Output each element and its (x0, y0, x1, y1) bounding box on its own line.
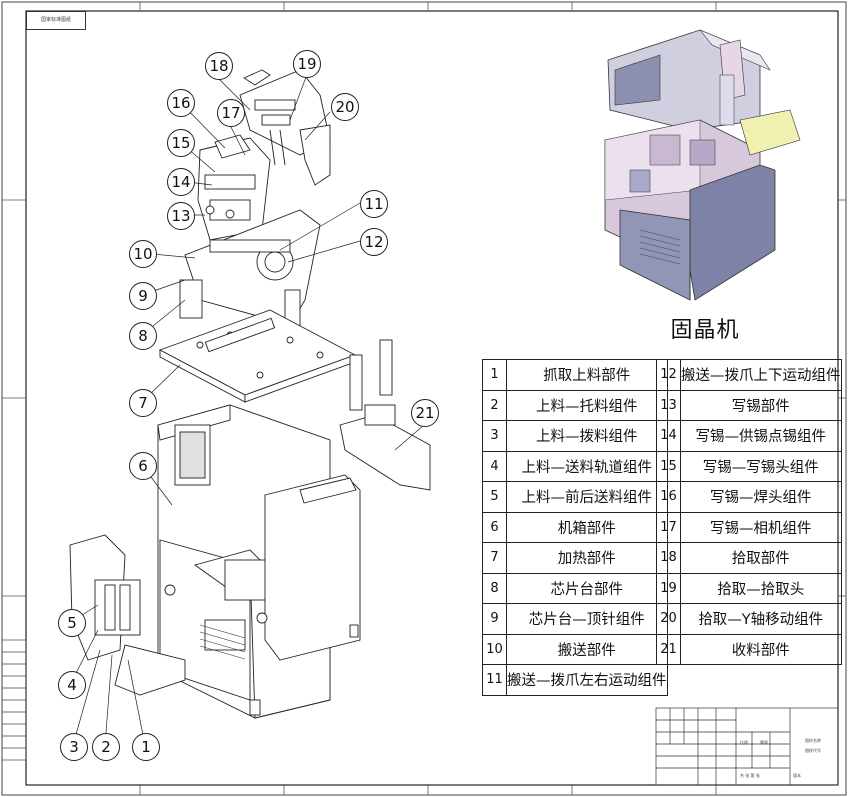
exploded-assembly-drawing (69, 69, 431, 719)
title-block-scale: 比例 (740, 740, 748, 745)
callout-balloon: 4 (58, 671, 86, 699)
title-block-drawing-code: 图样代号 (805, 748, 821, 753)
part-name: 写锡—供锡点锡组件 (680, 420, 842, 452)
callout-balloon: 9 (129, 282, 157, 310)
callout-leaders (70, 76, 425, 746)
callout-balloon: 2 (92, 733, 120, 761)
part-name: 搬送部件 (506, 633, 668, 665)
part-name: 加热部件 (506, 542, 668, 574)
part-name: 上料—前后送料组件 (506, 481, 668, 513)
callout-balloon: 13 (167, 202, 195, 230)
callout-balloon: 21 (411, 399, 439, 427)
part-name: 上料—送料轨道组件 (506, 450, 668, 482)
part-number: 19 (656, 572, 681, 604)
part-number: 15 (656, 450, 681, 482)
part-name: 拾取部件 (680, 542, 842, 574)
machine-3d-preview (604, 29, 801, 301)
callout-balloon: 19 (293, 50, 321, 78)
machine-title: 固晶机 (670, 318, 740, 343)
callout-balloon: 6 (129, 452, 157, 480)
part-name: 上料—拨料组件 (506, 420, 668, 452)
title-block-drawing-name: 图样名称 (805, 738, 821, 743)
title-block-weight: 重量 (760, 740, 768, 745)
part-number: 13 (656, 389, 681, 421)
part-number: 3 (482, 420, 507, 452)
part-name: 写锡部件 (680, 389, 842, 421)
part-name: 写锡—写锡头组件 (680, 450, 842, 482)
part-number: 11 (482, 664, 507, 696)
part-name: 芯片台部件 (506, 572, 668, 604)
part-number: 7 (482, 542, 507, 574)
part-number: 6 (482, 511, 507, 543)
part-number: 21 (656, 633, 681, 665)
title-block-sheet: 共 张 第 张 (740, 773, 760, 778)
callout-balloon: 16 (167, 89, 195, 117)
callout-balloon: 17 (217, 99, 245, 127)
part-number: 18 (656, 542, 681, 574)
sheet-tag-box: 国家标准图纸 (26, 11, 86, 30)
part-number: 9 (482, 603, 507, 635)
callout-balloon: 11 (360, 190, 388, 218)
part-number: 20 (656, 603, 681, 635)
callout-balloon: 15 (167, 129, 195, 157)
part-number: 4 (482, 450, 507, 482)
part-number: 17 (656, 511, 681, 543)
callout-balloon: 14 (167, 168, 195, 196)
callout-balloon: 1 (132, 733, 160, 761)
part-number: 8 (482, 572, 507, 604)
part-number: 14 (656, 420, 681, 452)
part-name: 芯片台—顶针组件 (506, 603, 668, 635)
part-number: 5 (482, 481, 507, 513)
callout-balloon: 3 (60, 733, 88, 761)
callout-balloon: 12 (360, 228, 388, 256)
callout-balloon: 10 (129, 240, 157, 268)
part-number: 10 (482, 633, 507, 665)
part-name: 拾取—Y轴移动组件 (680, 603, 842, 635)
title-block-grid (655, 707, 839, 786)
part-name: 搬送—拨爪左右运动组件 (506, 664, 668, 696)
callout-balloon: 20 (331, 93, 359, 121)
part-name: 搬送—拨爪上下运动组件 (680, 359, 842, 391)
part-name: 机箱部件 (506, 511, 668, 543)
part-name: 抓取上料部件 (506, 359, 668, 391)
part-name: 上料—托料组件 (506, 389, 668, 421)
part-number: 12 (656, 359, 681, 391)
callout-balloon: 5 (58, 609, 86, 637)
part-name: 拾取—拾取头 (680, 572, 842, 604)
callout-balloon: 7 (129, 389, 157, 417)
part-number: 1 (482, 359, 507, 391)
part-number: 16 (656, 481, 681, 513)
part-name: 收料部件 (680, 633, 842, 665)
title-block-version: 版本 (793, 773, 801, 778)
part-name: 写锡—焊头组件 (680, 481, 842, 513)
part-number: 2 (482, 389, 507, 421)
callout-balloon: 8 (129, 322, 157, 350)
callout-balloon: 18 (205, 52, 233, 80)
part-name: 写锡—相机组件 (680, 511, 842, 543)
